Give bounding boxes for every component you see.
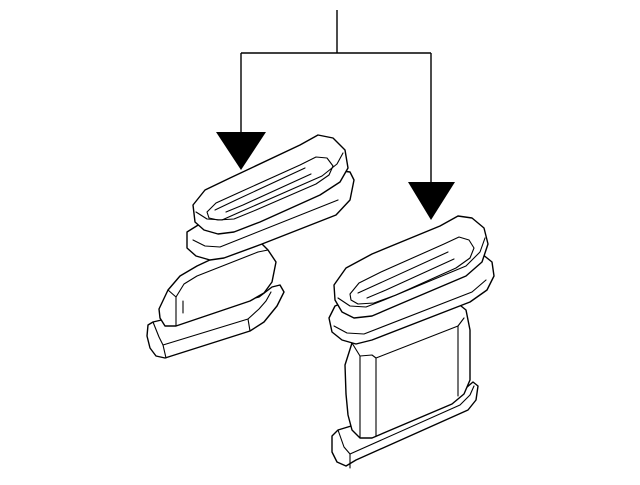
tall-duct [328, 215, 495, 469]
tall-duct-rim-edge [337, 237, 486, 308]
callout-leader [216, 10, 455, 220]
short-duct-opening [206, 156, 334, 221]
short-duct-rim-edge [195, 152, 344, 221]
arrow-right-icon [408, 182, 455, 220]
tall-duct-opening [349, 236, 475, 305]
short-duct [146, 134, 355, 359]
arrow-left-icon [216, 132, 266, 170]
short-duct-body [158, 239, 277, 327]
